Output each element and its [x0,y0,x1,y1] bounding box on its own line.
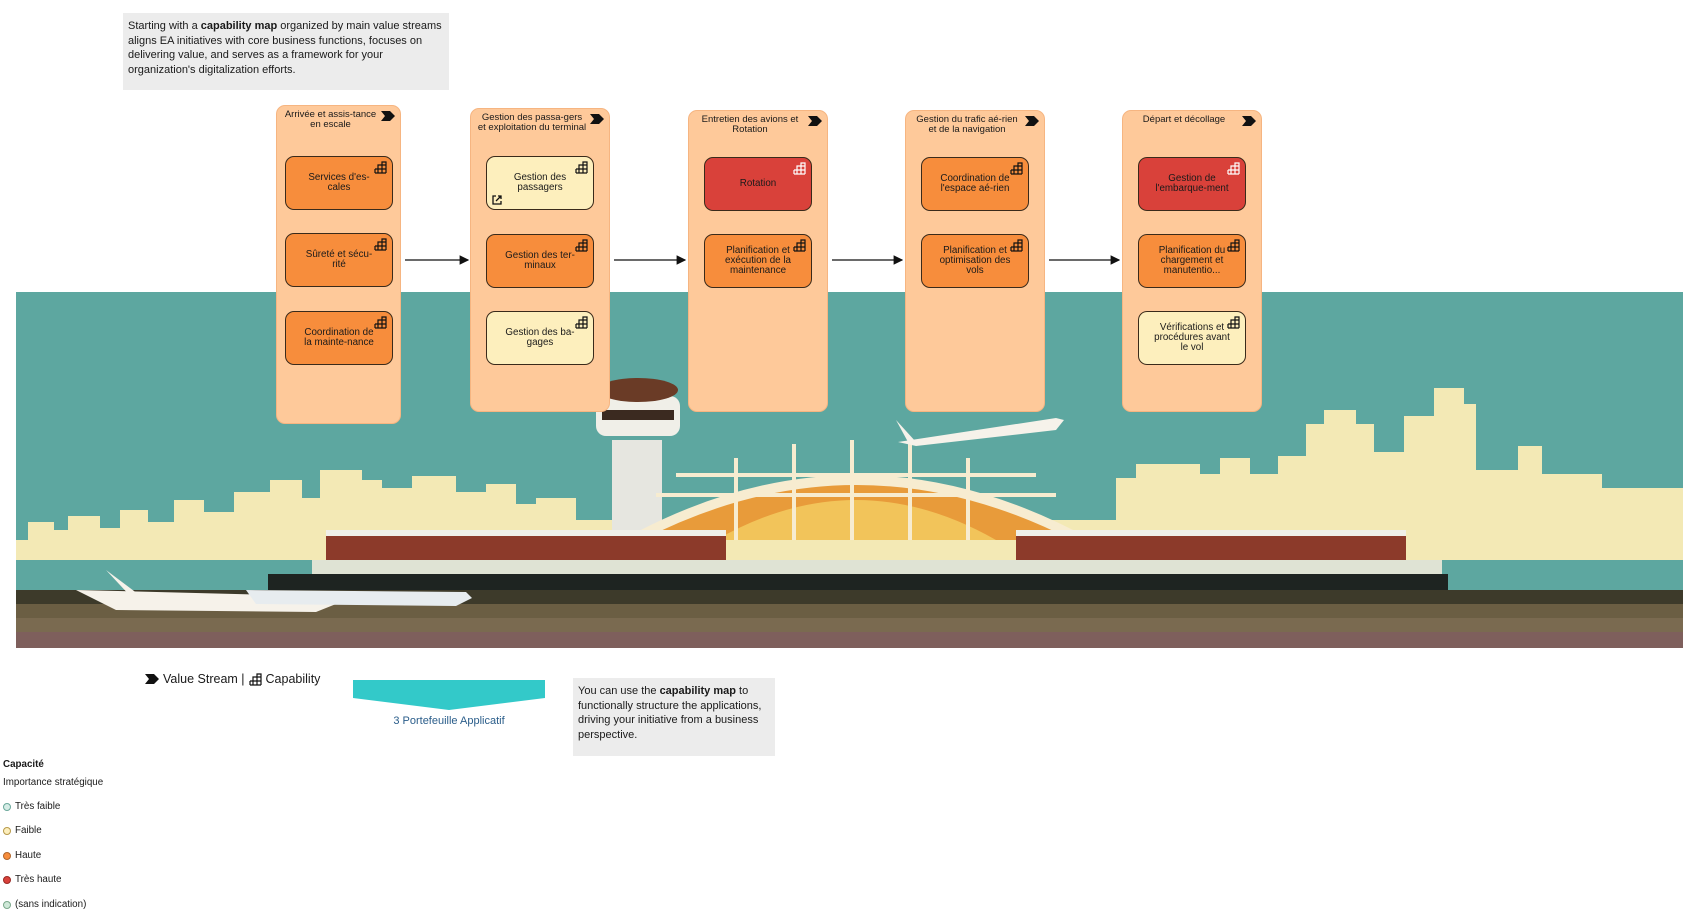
value-stream-title: Gestion des passa-gers et exploitation d… [477,112,587,133]
capability-gestion-terminaux[interactable]: Gestion des ter-minaux [486,234,594,288]
capability-icon [793,239,806,252]
value-stream-trafic[interactable]: Gestion du trafic aé-rien et de la navig… [905,110,1045,412]
value-stream-chevron-icon [381,111,395,121]
legend-item: Très haute [3,874,61,885]
symbol-legend: Value Stream | Capability [145,672,320,686]
value-stream-title: Arrivée et assis-tance en escale [284,109,377,130]
portfolio-link[interactable]: 3 Portefeuille Applicatif [353,680,545,730]
capability-icon [1227,316,1240,329]
capability-label: Gestion des ba-gages [505,327,575,348]
capability-verifications-avant-vol[interactable]: Vérifications et procédures avant le vol [1138,311,1246,365]
intro-note: Starting with a capability map organized… [123,13,449,90]
note-bold: capability map [659,685,736,697]
capability-surete-securite[interactable]: Sûreté et sécu-rité [285,233,393,287]
airport-illustration [16,292,1683,648]
value-stream-chevron-icon [1025,116,1039,126]
intro-note-text: Starting with a [128,20,201,32]
legend-item: (sans indication) [3,899,86,910]
legend-subtitle: Importance stratégique [3,777,104,788]
legend-dot [3,802,11,811]
legend-dot [3,900,11,909]
capability-icon [374,316,387,329]
portfolio-banner-shape [353,680,545,710]
legend-item: Très faible [3,801,60,812]
value-stream-legend-label: Value Stream | [163,672,245,686]
capability-label: Gestion des ter-minaux [505,250,575,271]
capability-icon [1227,239,1240,252]
capability-icon [575,316,588,329]
capability-planification-maintenance[interactable]: Planification et exécution de la mainten… [704,234,812,288]
value-stream-title: Entretien des avions et Rotation [701,114,799,135]
legend-item-label: Très haute [15,874,62,885]
legend-item-label: Haute [15,850,42,861]
legend-dot [3,851,11,860]
capability-planification-chargement[interactable]: Planification du chargement et manutenti… [1138,234,1246,288]
capability-icon [793,162,806,175]
value-stream-entretien[interactable]: Entretien des avions et Rotation Rotatio… [688,110,828,412]
portfolio-link-label[interactable]: 3 Portefeuille Applicatif [393,715,505,727]
capability-planification-vols[interactable]: Planification et optimisation des vols [921,234,1029,288]
value-stream-arrivee[interactable]: Arrivée et assis-tance en escale Service… [276,105,401,424]
external-link-icon[interactable] [491,194,503,206]
capability-legend-label: Capability [265,672,321,686]
capability-icon [374,161,387,174]
legend-item: Faible [3,825,42,836]
capability-label: Planification et exécution de la mainten… [725,245,791,276]
capability-services-escales[interactable]: Services d'es-cales [285,156,393,210]
capability-label: Rotation [739,178,777,189]
value-stream-chevron-icon [1242,116,1256,126]
capability-map-note: You can use the capability map to functi… [573,678,775,756]
capability-label: Planification du chargement et manutenti… [1158,245,1226,276]
intro-note-bold: capability map [200,20,278,32]
capability-label: Planification et optimisation des vols [939,245,1011,276]
legend-dot [3,875,11,884]
capability-coordination-espace-aerien[interactable]: Coordination de l'espace aé-rien [921,157,1029,211]
capability-icon [248,672,262,686]
value-stream-chevron-icon [145,674,159,684]
value-stream-chevron-icon [808,116,822,126]
capability-label: Services d'es-cales [308,172,370,193]
capability-gestion-embarquement[interactable]: Gestion de l'embarque-ment [1138,157,1246,211]
capability-icon [575,239,588,252]
legend-dot [3,826,11,835]
capability-gestion-passagers[interactable]: Gestion des passagers [486,156,594,210]
legend-item-label: (sans indication) [15,899,87,910]
value-stream-passagers[interactable]: Gestion des passa-gers et exploitation d… [470,108,610,412]
note-text-rest: to functionally structure the applicatio… [578,685,762,741]
value-stream-chevron-icon [590,114,604,124]
capability-icon [1227,162,1240,175]
capability-label: Gestion de l'embarque-ment [1155,173,1229,194]
capability-rotation[interactable]: Rotation [704,157,812,211]
legend-title: Capacité [3,759,44,770]
capability-label: Vérifications et procédures avant le vol [1154,322,1230,353]
capability-coordination-maintenance[interactable]: Coordination de la mainte-nance [285,311,393,365]
note-text: You can use the [578,685,660,697]
value-stream-title: Départ et décollage [1142,114,1226,125]
capability-label: Coordination de l'espace aé-rien [940,173,1010,194]
value-stream-depart[interactable]: Départ et décollage Gestion de l'embarqu… [1122,110,1262,412]
value-stream-title: Gestion du trafic aé-rien et de la navig… [916,114,1018,135]
capability-icon [374,238,387,251]
capability-label: Coordination de la mainte-nance [304,327,374,348]
capability-label: Sûreté et sécu-rité [305,249,373,270]
legend-item: Haute [3,850,41,861]
legend-item-label: Très faible [15,801,61,812]
capability-label: Gestion des passagers [513,172,567,193]
capability-gestion-bagages[interactable]: Gestion des ba-gages [486,311,594,365]
capability-icon [1010,162,1023,175]
legend-item-label: Faible [15,825,42,836]
capability-icon [1010,239,1023,252]
intro-note-text-rest: organized by main value streams aligns E… [128,20,442,76]
capability-icon [575,161,588,174]
